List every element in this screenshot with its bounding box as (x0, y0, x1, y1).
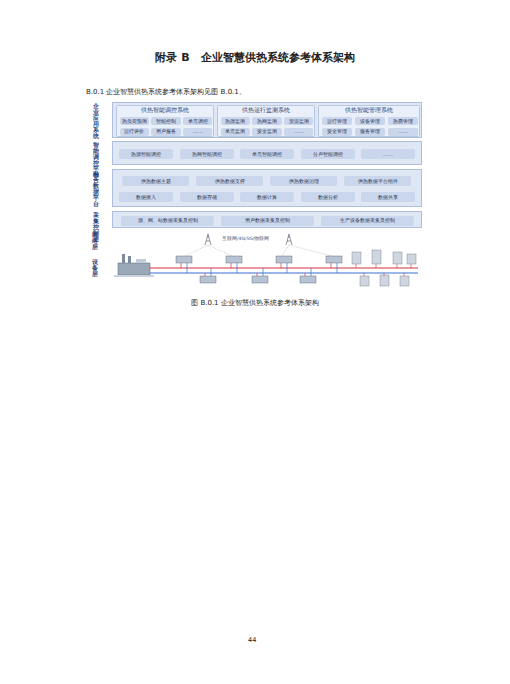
box-label: 用户数据采集及控制 (245, 218, 290, 223)
function-box: 热网监测 (252, 117, 281, 125)
layer-band: 企业应用系统供热智能调控系统热负荷预测智能控制单元调控运行评价用户服务……供热运… (112, 102, 422, 138)
box-label: 设备管理 (360, 119, 380, 124)
supply-pipe (150, 268, 418, 273)
function-box: 数据存储 (180, 192, 234, 202)
tower-icon (205, 234, 292, 245)
function-box: 热网智能调控 (180, 149, 234, 159)
function-box: …… (388, 128, 419, 136)
function-box: …… (183, 128, 212, 136)
box-label: 数据存储 (197, 195, 217, 200)
function-box: 服务管理 (355, 128, 386, 136)
box-label: 热费管理 (393, 119, 413, 124)
page-number: 44 (248, 636, 256, 644)
box-label: 供热数据平台组件 (358, 179, 398, 184)
function-box: 单元监测 (221, 128, 250, 136)
function-box: 供热数据主题 (122, 176, 189, 186)
box-label: …… (398, 129, 408, 134)
box-label: 单元监测 (225, 129, 245, 134)
function-box: 热负荷预测 (120, 117, 149, 125)
function-box: 数据分析 (301, 192, 355, 202)
group-heading: 供热智能管理系统 (319, 106, 419, 114)
layer-band: 智能调控平台热源智能调控热网智能调控单元智能调控分户智能调控…… (112, 141, 422, 165)
function-box: 热费管理 (388, 117, 419, 125)
box-label: 数据接入 (136, 195, 156, 200)
system-group: 供热运行监测系统热源监测 热网监测 室温监测单元监测 安全监测 …… (217, 105, 315, 137)
building-icon (352, 250, 416, 286)
figure-caption: 图 B.0.1 企业智慧供热系统参考体系架构 (0, 298, 510, 308)
function-box: …… (361, 149, 415, 159)
function-box: 源、网、站数据采集及控制 (121, 216, 214, 226)
box-label: 安全管理 (327, 129, 347, 134)
box-label: 生产设备数据采集及控制 (340, 218, 395, 223)
box-label: 运行评价 (124, 129, 144, 134)
box-label: 数据计算 (257, 195, 277, 200)
group-heading: 供热运行监测系统 (218, 106, 314, 114)
box-label: 室温监测 (289, 119, 309, 124)
box-label: …… (383, 152, 393, 157)
layer-band: 融合数据平台供热数据主题供热数据支撑供热数据治理供热数据平台组件数据接入数据存储… (112, 169, 422, 207)
box-label: 安全监测 (257, 129, 277, 134)
heat-source-plant (114, 254, 154, 277)
system-group: 供热智能管理系统运行管理 设备管理 热费管理安全管理 服务管理 …… (318, 105, 420, 137)
box-label: 供热数据支撑 (215, 179, 245, 184)
function-box: 热源智能调控 (119, 149, 173, 159)
box-label: 单元调控 (188, 119, 208, 124)
building-pipe (356, 264, 411, 276)
box-label: 热负荷预测 (122, 119, 147, 124)
layer-band: 采集控制层源、网、站数据采集及控制用户数据采集及控制生产设备数据采集及控制 (112, 211, 422, 228)
wireless-link (185, 245, 332, 256)
layer-label: 设备层 (89, 259, 100, 277)
box-label: 运行管理 (327, 119, 347, 124)
box-label: 供热数据治理 (289, 179, 319, 184)
box-label: 服务管理 (360, 129, 380, 134)
network-label: 互联网/4G/5G/物联网 (222, 236, 269, 241)
function-box: 运行评价 (120, 128, 149, 136)
function-box: 热源监测 (221, 117, 250, 125)
box-label: 用户服务 (156, 129, 176, 134)
box-label: 分户智能调控 (313, 152, 343, 157)
layer-label: 企业应用系统 (90, 103, 101, 139)
layer-region: 设备层 (112, 249, 422, 287)
heat-station (176, 256, 342, 283)
box-label: 热源智能调控 (131, 152, 161, 157)
function-box: 供热数据支撑 (196, 176, 263, 186)
box-label: 热网智能调控 (192, 152, 222, 157)
function-box: …… (284, 128, 313, 136)
function-box: 供热数据治理 (270, 176, 337, 186)
function-box: 单元调控 (183, 117, 212, 125)
box-label: …… (193, 129, 203, 134)
box-label: 数据分析 (318, 195, 338, 200)
layer-label: 网络层 (89, 232, 100, 250)
function-box: 运行管理 (322, 117, 353, 125)
function-box: 生产设备数据采集及控制 (321, 216, 414, 226)
function-box: 安全监测 (252, 128, 281, 136)
group-heading: 供热智能调控系统 (117, 106, 213, 114)
box-label: 数据共享 (378, 195, 398, 200)
function-box: 数据接入 (119, 192, 173, 202)
function-box: 用户服务 (151, 128, 180, 136)
function-box: 用户数据采集及控制 (221, 216, 314, 226)
box-label: 智能控制 (156, 119, 176, 124)
box-label: 供热数据主题 (141, 179, 171, 184)
function-box: 单元智能调控 (240, 149, 294, 159)
branch-pipe (181, 263, 337, 276)
box-label: 热网监测 (257, 119, 277, 124)
function-box: 设备管理 (355, 117, 386, 125)
box-label: 单元智能调控 (252, 152, 282, 157)
box-label: 热源监测 (225, 119, 245, 124)
function-box: 数据计算 (240, 192, 294, 202)
system-group: 供热智能调控系统热负荷预测 智能控制 单元调控运行评价 用户服务 …… (116, 105, 214, 137)
box-label: 源、网、站数据采集及控制 (138, 218, 198, 223)
page-title: 附录 B 企业智慧供热系统参考体系架构 (0, 50, 510, 65)
layer-label: 融合数据平台 (90, 171, 101, 207)
function-box: 室温监测 (284, 117, 313, 125)
function-box: 供热数据平台组件 (344, 176, 411, 186)
function-box: 智能控制 (151, 117, 180, 125)
body-text: B.0.1 企业智慧供热系统参考体系架构见图 B.0.1。 (86, 87, 246, 97)
function-box: 安全管理 (322, 128, 353, 136)
box-label: …… (294, 129, 304, 134)
function-box: 数据共享 (361, 192, 415, 202)
function-box: 分户智能调控 (301, 149, 355, 159)
